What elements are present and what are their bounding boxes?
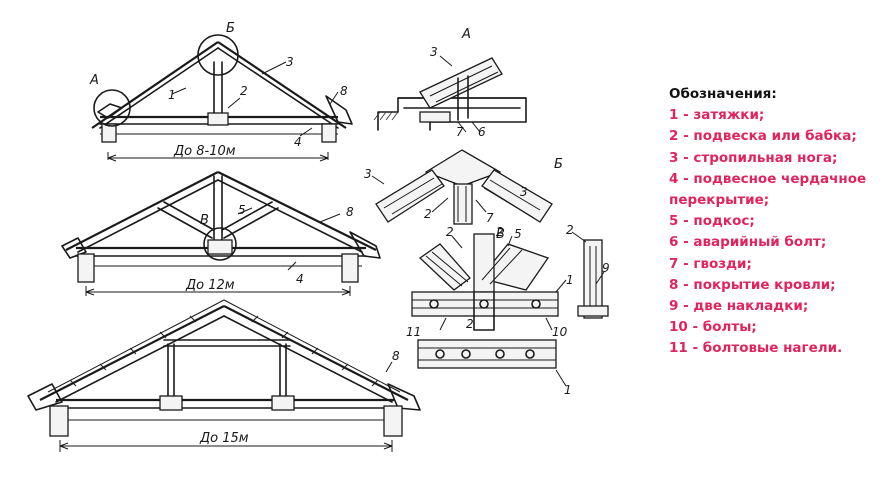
truss-2-circle-v <box>203 227 237 261</box>
detail-a-rafter <box>419 57 503 109</box>
detail-v-num-2c: 2 <box>466 317 474 331</box>
truss-2-right-strut <box>221 201 279 239</box>
detail-b-num-3: 3 <box>364 167 372 181</box>
detail-a-num-6: 6 <box>478 125 486 139</box>
detail-b-num-2: 2 <box>424 207 432 221</box>
truss-2-num-4: 4 <box>296 272 304 286</box>
detail-v-plan <box>417 339 557 369</box>
legend: Обозначения: 1 - затяжки; 2 - подвеска ил… <box>669 84 889 360</box>
truss-2-left-strut <box>157 201 215 239</box>
truss-1-circle-b <box>197 34 239 76</box>
truss-1: До 8-10м А Б 1 2 3 4 8 <box>89 21 353 162</box>
truss-1-king-post <box>213 61 223 117</box>
detail-v-section <box>583 239 603 319</box>
legend-item: 2 - подвеска или бабка; <box>669 128 857 145</box>
detail-a-num-7: 7 <box>456 125 464 139</box>
detail-v-tie-beam <box>411 291 559 317</box>
legend-item: 11 - болтовые нагели. <box>669 340 843 357</box>
legend-item: 8 - покрытие кровли; <box>669 276 836 293</box>
detail-v-num-2b: 2 <box>496 225 504 239</box>
truss-3-collar-beam <box>163 339 291 347</box>
truss-3-num-8: 8 <box>392 349 400 363</box>
legend-item: 9 - две накладки; <box>669 298 809 315</box>
detail-b-num-3b: 3 <box>520 185 528 199</box>
truss-2-left-rafter <box>65 171 219 251</box>
truss-3-left-support <box>49 405 69 437</box>
legend-item: 1 - затяжки; <box>669 107 765 124</box>
truss-2-num-5: 5 <box>238 203 246 217</box>
detail-b-num-7: 7 <box>486 211 494 225</box>
truss-2: До 12м В 5 4 8 <box>61 171 381 296</box>
truss-1-num-3: 3 <box>286 55 294 69</box>
legend-item: 10 - болты; <box>669 319 757 336</box>
truss-1-num-1: 1 <box>168 88 176 102</box>
legend-item: перекрытие; <box>669 192 770 209</box>
detail-v-num-2: 2 <box>446 225 454 239</box>
truss-3-span-label: До 15м <box>199 431 249 446</box>
legend-item: 5 - подкос; <box>669 213 755 230</box>
truss-1-circle-a <box>93 89 131 127</box>
truss-3-right-support <box>383 405 403 437</box>
truss-1-right-support <box>321 123 337 143</box>
truss-2-label-v: В <box>200 213 209 228</box>
detail-b-king-post <box>453 183 473 225</box>
truss-3-right-rafter <box>223 305 409 401</box>
detail-a-num-3: 3 <box>430 45 438 59</box>
truss-3-left-rafter <box>39 305 225 401</box>
truss-1-right-rafter <box>217 41 347 129</box>
detail-v-num-1b: 1 <box>564 383 572 397</box>
detail-v-title: В <box>496 227 505 242</box>
detail-v-num-1: 1 <box>566 273 574 287</box>
truss-3: До 15м 8 <box>27 299 421 452</box>
truss-1-left-support <box>101 123 117 143</box>
legend-item: 7 - гвозди; <box>669 255 752 272</box>
detail-v-num-5: 5 <box>514 227 522 241</box>
detail-v-num-9: 9 <box>602 261 610 275</box>
truss-1-num-8: 8 <box>340 84 348 98</box>
legend-items: 1 - затяжки; 2 - подвеска или бабка; 3 - с… <box>669 105 889 359</box>
detail-b-title: Б <box>554 157 563 172</box>
truss-2-left-support <box>77 253 95 283</box>
detail-b: Б 2 3 3 7 <box>364 149 563 225</box>
detail-v-num-11: 11 <box>406 325 421 339</box>
detail-v: В 2 2 5 1 2 10 11 1 2 9 <box>406 223 610 397</box>
legend-item: 6 - аварийный болт; <box>669 234 827 251</box>
truss-2-num-8: 8 <box>346 205 354 219</box>
truss-2-right-support <box>341 253 359 283</box>
legend-item: 4 - подвесное чердачное <box>669 170 867 187</box>
detail-v-num-2d: 2 <box>566 223 574 237</box>
truss-1-span-label: До 8-10м <box>173 144 236 159</box>
truss-1-label-a: А <box>89 73 99 88</box>
legend-title: Обозначения: <box>669 86 777 102</box>
detail-a-title: А <box>461 27 471 42</box>
truss-2-right-rafter <box>217 171 377 251</box>
truss-1-num-4: 4 <box>294 135 302 149</box>
detail-v-num-10: 10 <box>552 325 568 339</box>
truss-2-king-post <box>213 175 223 247</box>
legend-item: 3 - стропильная нога; <box>669 149 838 166</box>
truss-1-num-2: 2 <box>240 84 248 98</box>
truss-3-left-post <box>167 343 175 399</box>
truss-2-span-label: До 12м <box>185 278 235 293</box>
detail-b-left-rafter <box>375 169 445 223</box>
truss-3-right-post <box>279 343 287 399</box>
detail-a: А 3 6 7 <box>373 27 527 139</box>
truss-1-label-b: Б <box>226 21 235 36</box>
